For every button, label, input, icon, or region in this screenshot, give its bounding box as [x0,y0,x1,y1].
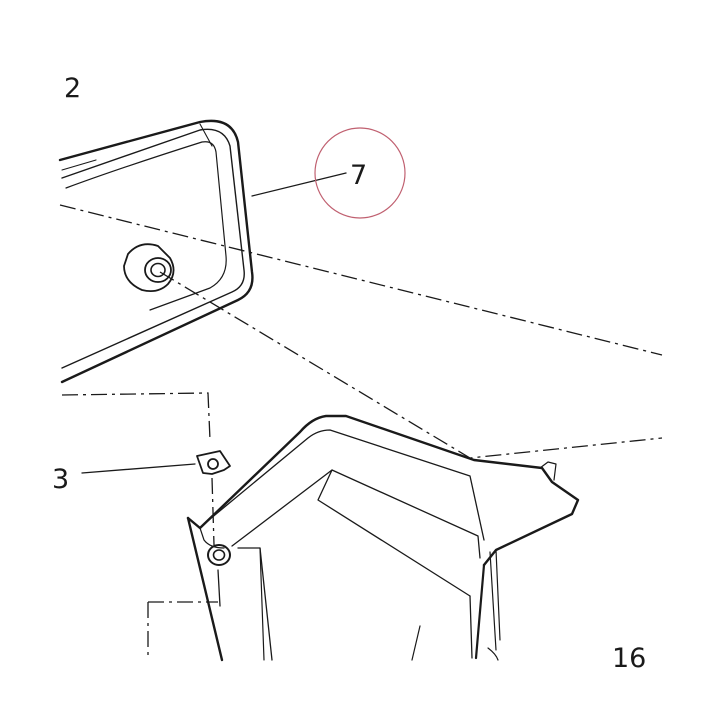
highlight-circle [314,127,406,219]
callout-16: 16 [612,643,646,674]
callout-2: 2 [64,73,81,104]
callout-3: 3 [52,464,69,495]
callout-7: 7 [350,160,367,191]
clip [196,450,231,475]
grommet [123,243,175,293]
assembly-lines [59,204,663,660]
lower-grommet [207,544,231,566]
upper-panel [58,119,254,384]
lower-frame [186,414,580,662]
leader-lines [81,172,347,607]
